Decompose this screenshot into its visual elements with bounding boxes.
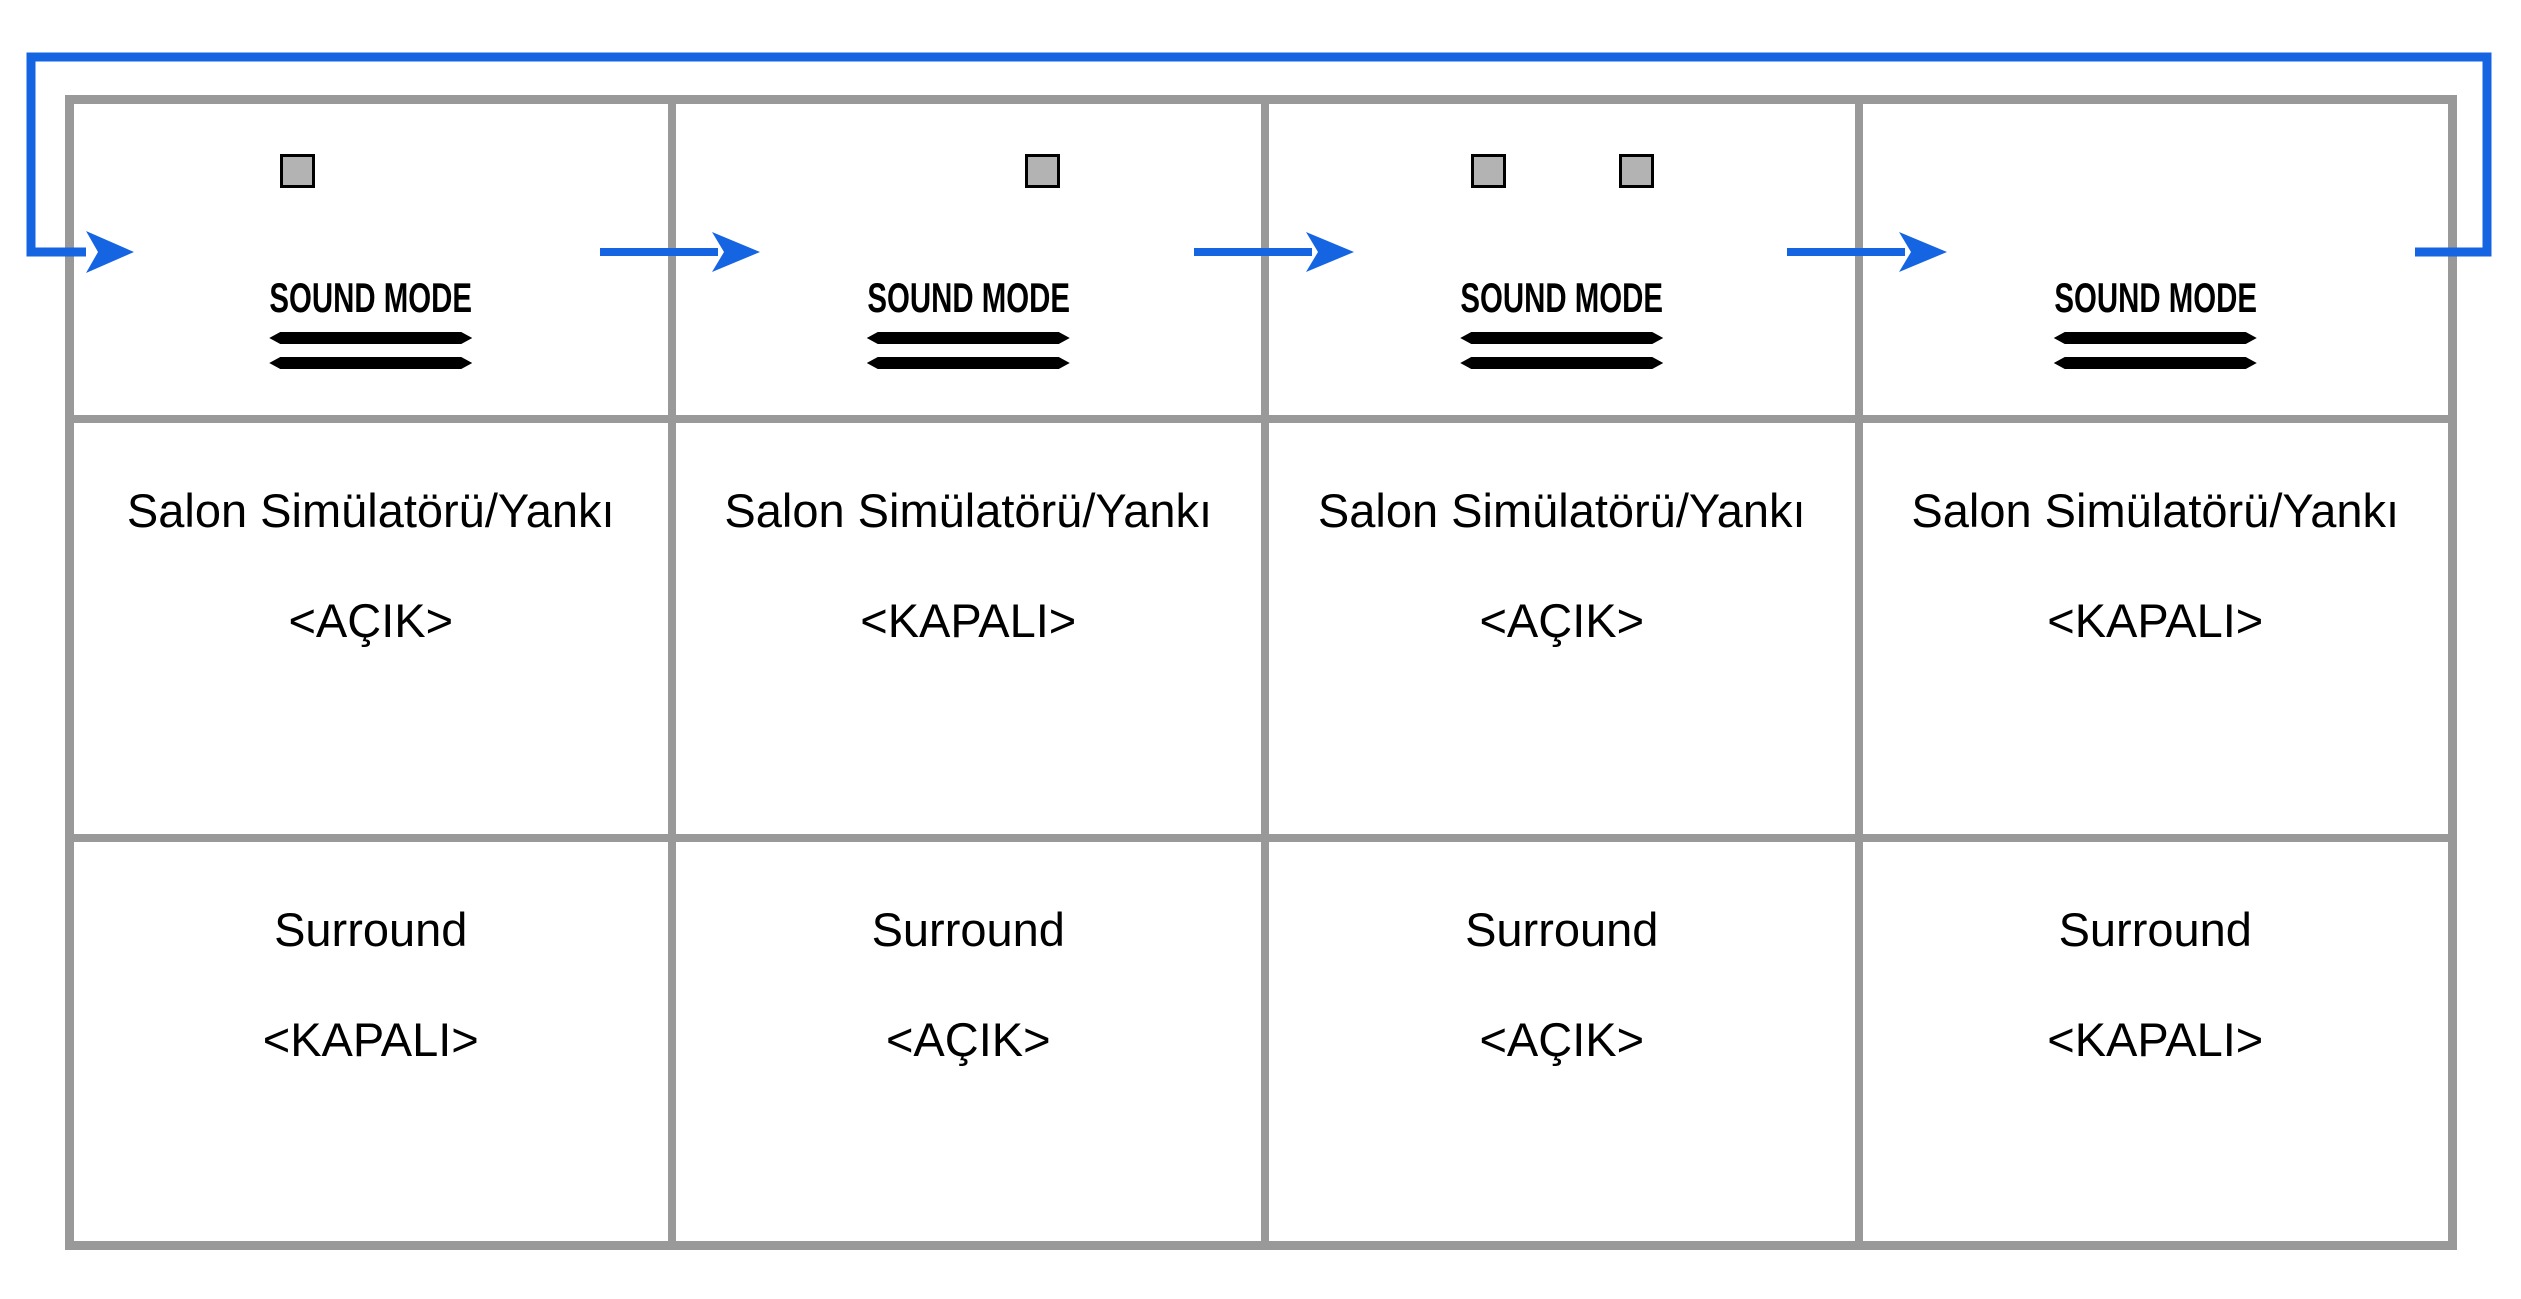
sound-mode-label: SOUND MODE	[866, 274, 1070, 321]
hall-echo-value: <AÇIK>	[1479, 594, 1645, 647]
hall-echo-value: <KAPALI>	[860, 594, 1077, 647]
surround-label: Surround	[871, 903, 1065, 956]
surround-value: <AÇIK>	[885, 1013, 1051, 1066]
hall-echo-label: Salon Simülatörü/Yankı	[724, 484, 1213, 537]
surround-cell: Surround <AÇIK>	[667, 834, 1261, 1241]
surround-label: Surround	[1465, 903, 1659, 956]
sound-mode-bar-icon	[867, 332, 1070, 344]
sound-mode-cell: SOUND MODE	[1261, 104, 1855, 415]
sound-mode-button: SOUND MODE	[1269, 277, 1855, 369]
surround-label: Surround	[2058, 903, 2252, 956]
surround-value: <AÇIK>	[1479, 1013, 1645, 1066]
surround-led-indicator	[1025, 154, 1061, 188]
sound-mode-label: SOUND MODE	[2053, 274, 2257, 321]
sound-mode-bar-icon	[1460, 332, 1663, 344]
sound-mode-cell: SOUND MODE	[1854, 104, 2449, 415]
sound-mode-bar-icon	[269, 332, 472, 344]
sound-mode-bar-icon	[2054, 332, 2257, 344]
sound-mode-cell: SOUND MODE	[667, 104, 1262, 415]
hall-led-indicator	[1470, 154, 1506, 188]
hall-echo-cell: Salon Simülatörü/Yankı <AÇIK>	[74, 415, 668, 834]
hall-echo-label: Salon Simülatörü/Yankı	[1911, 484, 2400, 537]
sound-mode-button: SOUND MODE	[676, 277, 1262, 369]
surround-cell: Surround <AÇIK>	[1261, 834, 1855, 1241]
sound-mode-label: SOUND MODE	[269, 274, 473, 321]
surround-value: <KAPALI>	[2047, 1013, 2264, 1066]
hall-echo-label: Salon Simülatörü/Yankı	[1317, 484, 1806, 537]
hall-led-indicator	[279, 154, 315, 188]
hall-echo-label: Salon Simülatörü/Yankı	[126, 484, 615, 537]
surround-label: Surround	[274, 903, 468, 956]
state-table: SOUND MODE SOUND MODE SOUND MODE	[65, 95, 2457, 1250]
sound-mode-button: SOUND MODE	[1863, 277, 2449, 369]
surround-led-indicator	[1618, 154, 1654, 188]
sound-mode-label: SOUND MODE	[1460, 274, 1664, 321]
sound-mode-bar-icon	[269, 357, 472, 369]
hall-echo-cell: Salon Simülatörü/Yankı <KAPALI>	[1854, 415, 2448, 834]
hall-echo-cell: Salon Simülatörü/Yankı <KAPALI>	[667, 415, 1261, 834]
surround-value: <KAPALI>	[262, 1013, 479, 1066]
sound-mode-bar-icon	[867, 357, 1070, 369]
surround-cell: Surround <KAPALI>	[74, 834, 668, 1241]
hall-echo-value: <AÇIK>	[288, 594, 454, 647]
sound-mode-cell: SOUND MODE	[74, 104, 668, 415]
sound-mode-bar-icon	[2054, 357, 2257, 369]
sound-mode-button: SOUND MODE	[74, 277, 668, 369]
sound-mode-bar-icon	[1460, 357, 1663, 369]
surround-cell: Surround <KAPALI>	[1854, 834, 2448, 1241]
hall-echo-cell: Salon Simülatörü/Yankı <AÇIK>	[1261, 415, 1855, 834]
hall-echo-value: <KAPALI>	[2047, 594, 2264, 647]
